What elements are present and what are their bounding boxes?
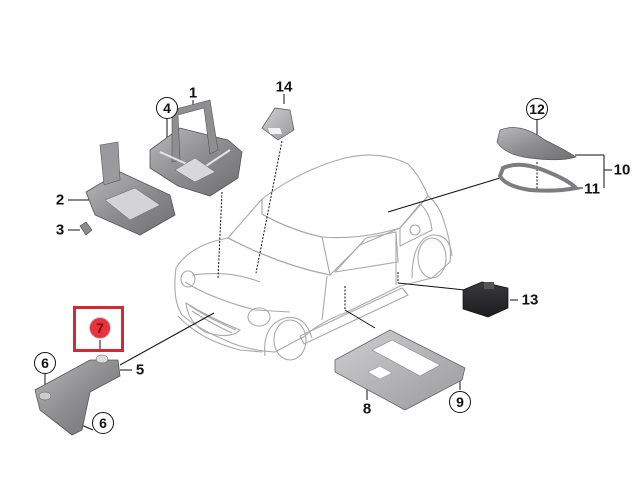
part-5-bracket	[34, 354, 121, 436]
highlight-box-part-7	[73, 306, 124, 352]
callout-3[interactable]: 3	[55, 221, 65, 239]
part-13-module	[462, 281, 509, 318]
part-14-bracket	[261, 107, 295, 141]
callout-11[interactable]: 11	[584, 180, 600, 198]
part-8-plate	[334, 329, 466, 411]
callout-1[interactable]: 1	[188, 84, 198, 102]
callout-14[interactable]: 14	[275, 78, 293, 96]
callout-7-highlighted[interactable]: 7	[89, 317, 111, 339]
callout-5[interactable]: 5	[135, 361, 145, 379]
callout-8[interactable]: 8	[362, 400, 372, 418]
callout-9[interactable]: 9	[449, 391, 471, 413]
car-outline	[174, 154, 453, 361]
callout-6b[interactable]: 6	[92, 412, 114, 434]
part-1-frame	[149, 99, 243, 197]
part-3-clip	[79, 221, 93, 236]
part-2-tray	[85, 141, 176, 236]
callout-2[interactable]: 2	[55, 191, 65, 209]
callout-6a[interactable]: 6	[34, 352, 56, 374]
callout-13[interactable]: 13	[521, 291, 539, 309]
part-10-antenna	[496, 127, 577, 161]
callout-4[interactable]: 4	[156, 97, 178, 119]
part-11-gasket	[497, 162, 581, 193]
callout-12[interactable]: 12	[526, 98, 548, 120]
callout-10[interactable]: 10	[613, 161, 631, 179]
